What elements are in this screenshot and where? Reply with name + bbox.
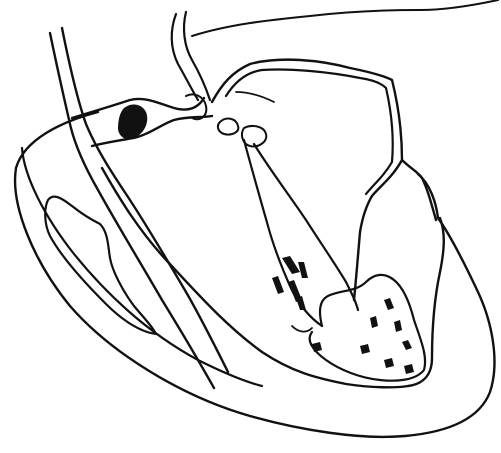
left-cavity-outline	[45, 197, 156, 334]
muscle-curve-mark	[292, 326, 312, 332]
lower-region-outline	[310, 275, 425, 381]
branch-lower-edge	[92, 116, 212, 146]
muscle-marks	[272, 256, 414, 374]
upper-chamber-inner	[226, 69, 393, 194]
top-tube-right	[184, 12, 210, 100]
upper-chamber-outline	[212, 60, 402, 300]
top-right-curve	[192, 0, 498, 36]
central-structure-left	[244, 140, 322, 326]
central-structure-right	[254, 144, 358, 310]
small-valve-left	[218, 119, 238, 135]
outer-contour	[15, 112, 494, 437]
upper-chamber-fold	[236, 92, 274, 102]
